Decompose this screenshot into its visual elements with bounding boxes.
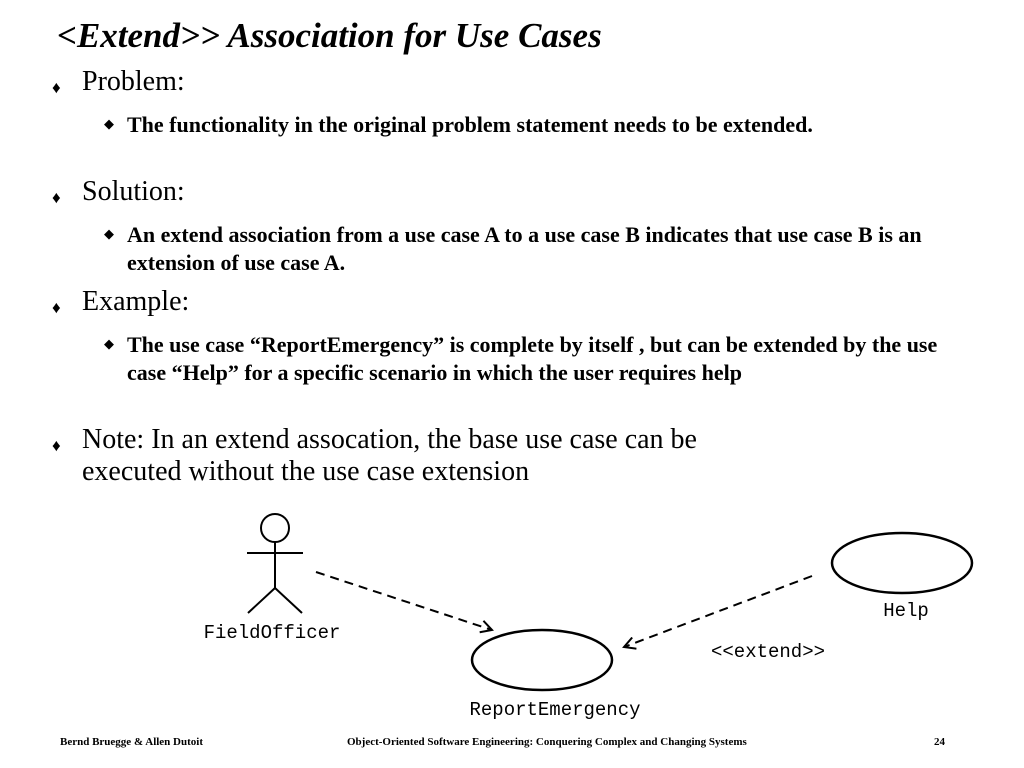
bullet-heading: Problem:	[82, 66, 185, 97]
sub-bullet-text: An extend association from a use case A …	[127, 222, 922, 275]
sub-bullet-text: The functionality in the original proble…	[127, 112, 813, 137]
footer-page-number: 24	[934, 736, 945, 748]
extend-dependency-line	[624, 575, 813, 647]
footer-book-title: Object-Oriented Software Engineering: Co…	[347, 736, 747, 748]
help-usecase	[830, 531, 974, 595]
extend-stereotype-label: <<extend>>	[711, 641, 825, 663]
bullet-heading: Example:	[82, 286, 190, 317]
slide-title: <Extend>> Association for Use Cases	[57, 16, 602, 55]
diamond-bullet-icon: ♦	[52, 298, 61, 317]
actor-label: FieldOfficer	[204, 622, 341, 644]
bullet-heading: Solution:	[82, 176, 185, 207]
diamond-bullet-icon: ♦	[52, 78, 61, 97]
actor-association-line	[315, 571, 492, 630]
diamond-sub-bullet-icon: ◆	[104, 116, 114, 131]
diamond-bullet-icon: ♦	[52, 188, 61, 207]
actor-figure-icon	[247, 513, 303, 614]
bullet-heading: Note: In an extend assocation, the base …	[82, 424, 697, 455]
diamond-sub-bullet-icon: ◆	[104, 336, 114, 351]
help-label: Help	[883, 600, 929, 622]
sub-bullet-text: The use case “ReportEmergency” is comple…	[127, 332, 938, 385]
diamond-sub-bullet-icon: ◆	[104, 226, 114, 241]
bullet-heading-continuation: executed without the use case extension	[82, 456, 530, 487]
diamond-bullet-icon: ♦	[52, 436, 61, 455]
footer-authors: Bernd Bruegge & Allen Dutoit	[60, 736, 203, 748]
report-emergency-label: ReportEmergency	[469, 699, 640, 721]
report-emergency-usecase	[470, 628, 614, 692]
